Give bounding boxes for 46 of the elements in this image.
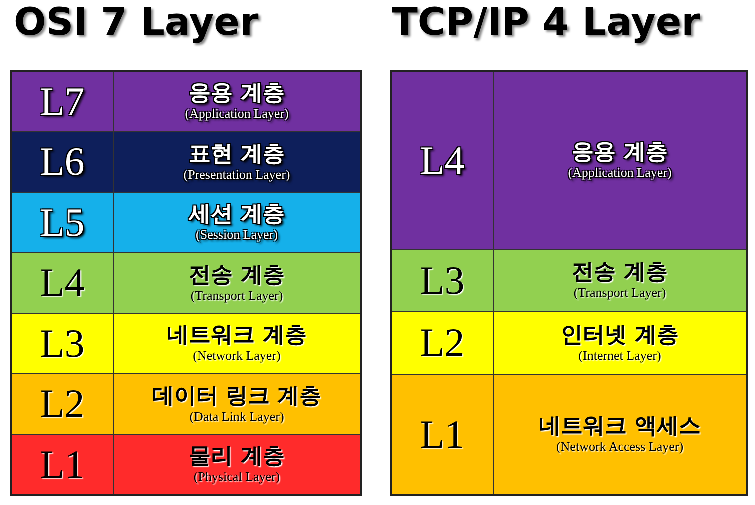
layer-english-name: (Data Link Layer) — [190, 408, 284, 424]
layer-row — [12, 435, 360, 494]
layer-row — [12, 314, 360, 374]
layer-number: L2 — [40, 384, 85, 424]
layer-row — [12, 374, 360, 435]
layer-number: L2 — [420, 323, 465, 363]
layer-number: L4 — [420, 140, 465, 180]
layer-number: L5 — [40, 202, 85, 242]
layer-row — [392, 72, 746, 250]
layer-row — [392, 250, 746, 312]
layer-row — [12, 72, 360, 132]
layer-row — [392, 375, 746, 494]
layer-english-name: (Physical Layer) — [194, 469, 280, 485]
layer-name: 전송 계층 — [189, 262, 285, 288]
heading: OSI 7 Layer — [14, 0, 259, 44]
layer-row — [392, 312, 746, 375]
layer-name: 세션 계층 — [189, 202, 285, 228]
layer-row — [12, 253, 360, 314]
layer-number: L3 — [40, 324, 85, 364]
layer-english-name: (Internet Layer) — [578, 348, 662, 364]
layer-name: 인터넷 계층 — [561, 322, 679, 348]
layer-english-name: (Application Layer) — [568, 165, 672, 181]
heading: TCP/IP 4 Layer — [392, 0, 700, 44]
layer-english-name: (Session Layer) — [196, 227, 278, 243]
layer-number: L1 — [40, 444, 85, 484]
layer-name: 응용 계층 — [189, 81, 285, 106]
layer-number: L4 — [40, 263, 85, 303]
layer-name: 표현 계층 — [189, 142, 285, 167]
layer-english-name: (Presentation Layer) — [184, 166, 290, 182]
layer-row — [12, 193, 360, 253]
layer-number: L7 — [40, 82, 85, 122]
layer-english-name: (Application Layer) — [185, 106, 289, 122]
layer-name: 네트워크 액세스 — [539, 414, 701, 440]
layer-number: L3 — [420, 260, 465, 300]
layer-row — [12, 132, 360, 193]
layer-name: 네트워크 계층 — [167, 323, 307, 348]
layer-name: 물리 계층 — [189, 444, 285, 470]
layer-number: L1 — [420, 414, 465, 454]
layer-english-name: (Network Access Layer) — [556, 439, 684, 455]
layer-name: 전송 계층 — [572, 260, 668, 286]
layer-number: L6 — [40, 142, 85, 182]
layer-english-name: (Network Layer) — [193, 348, 281, 364]
layer-english-name: (Transport Layer) — [190, 288, 284, 304]
layer-name: 데이터 링크 계층 — [152, 384, 322, 409]
layer-name: 응용 계층 — [572, 140, 668, 166]
layer-english-name: (Transport Layer) — [574, 285, 666, 301]
